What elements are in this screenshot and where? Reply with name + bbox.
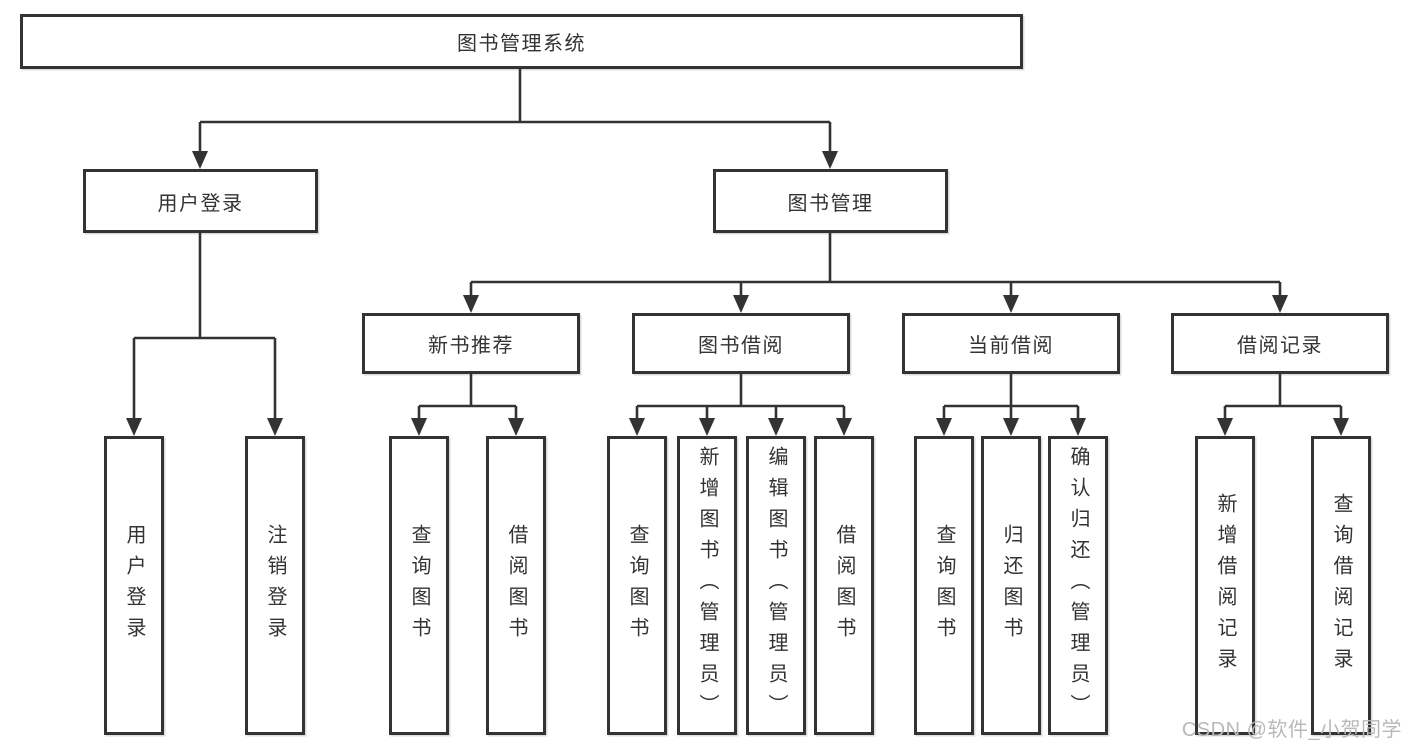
connector-new-book-branch — [411, 374, 524, 436]
leaf-current-query-books: 查询图书 — [914, 436, 974, 735]
node-borrowing-records: 借阅记录 — [1171, 313, 1389, 374]
node-book-management: 图书管理 — [713, 169, 948, 233]
node-current-borrowing: 当前借阅 — [902, 313, 1120, 374]
leaf-current-return-books: 归还图书 — [981, 436, 1041, 735]
leaf-borrowing-edit-books-admin: 编辑图书（管理员） — [746, 436, 806, 735]
connector-user-login-branch — [126, 233, 283, 436]
node-label: 新增图书（管理员） — [696, 446, 718, 725]
leaf-recommend-borrow-books: 借阅图书 — [486, 436, 546, 735]
node-label: 图书管理 — [787, 192, 874, 215]
node-label: 查询图书 — [933, 523, 955, 648]
node-label: 当前借阅 — [968, 335, 1054, 357]
node-label: 用户登录 — [123, 523, 145, 648]
connector-current-borrow-branch — [936, 374, 1086, 436]
leaf-recommend-query-books: 查询图书 — [389, 436, 449, 735]
node-label: 图书借阅 — [698, 335, 784, 357]
node-label: 新增借阅记录 — [1214, 492, 1236, 679]
node-label: 借阅记录 — [1237, 335, 1323, 357]
node-label: 查询图书 — [626, 523, 648, 648]
node-library-system: 图书管理系统 — [20, 14, 1023, 69]
node-label: 编辑图书（管理员） — [765, 446, 787, 725]
node-label: 新书推荐 — [428, 335, 514, 357]
leaf-records-query-record: 查询借阅记录 — [1311, 436, 1371, 735]
leaf-logout: 注销登录 — [245, 436, 305, 735]
connector-root-to-level2 — [192, 69, 838, 169]
leaf-borrowing-query-books: 查询图书 — [607, 436, 667, 735]
leaf-user-login: 用户登录 — [104, 436, 164, 735]
connector-book-management-branch — [463, 233, 1288, 313]
node-label: 借阅图书 — [833, 523, 855, 648]
connector-borrow-records-branch — [1217, 374, 1349, 436]
node-label: 用户登录 — [157, 192, 244, 215]
connector-book-borrow-branch — [629, 374, 852, 436]
node-label: 图书管理系统 — [457, 33, 586, 55]
node-label: 注销登录 — [264, 523, 286, 648]
leaf-borrowing-borrow-books: 借阅图书 — [814, 436, 874, 735]
node-label: 查询借阅记录 — [1330, 492, 1352, 679]
node-new-book-recommendation: 新书推荐 — [362, 313, 580, 374]
node-label: 确认归还（管理员） — [1067, 446, 1089, 725]
leaf-records-add-record: 新增借阅记录 — [1195, 436, 1255, 735]
leaf-current-confirm-return-admin: 确认归还（管理员） — [1048, 436, 1108, 735]
node-user-login: 用户登录 — [83, 169, 318, 233]
leaf-borrowing-add-books-admin: 新增图书（管理员） — [677, 436, 737, 735]
node-label: 归还图书 — [1000, 523, 1022, 648]
node-label: 查询图书 — [408, 523, 430, 648]
node-book-borrowing: 图书借阅 — [632, 313, 850, 374]
node-label: 借阅图书 — [505, 523, 527, 648]
